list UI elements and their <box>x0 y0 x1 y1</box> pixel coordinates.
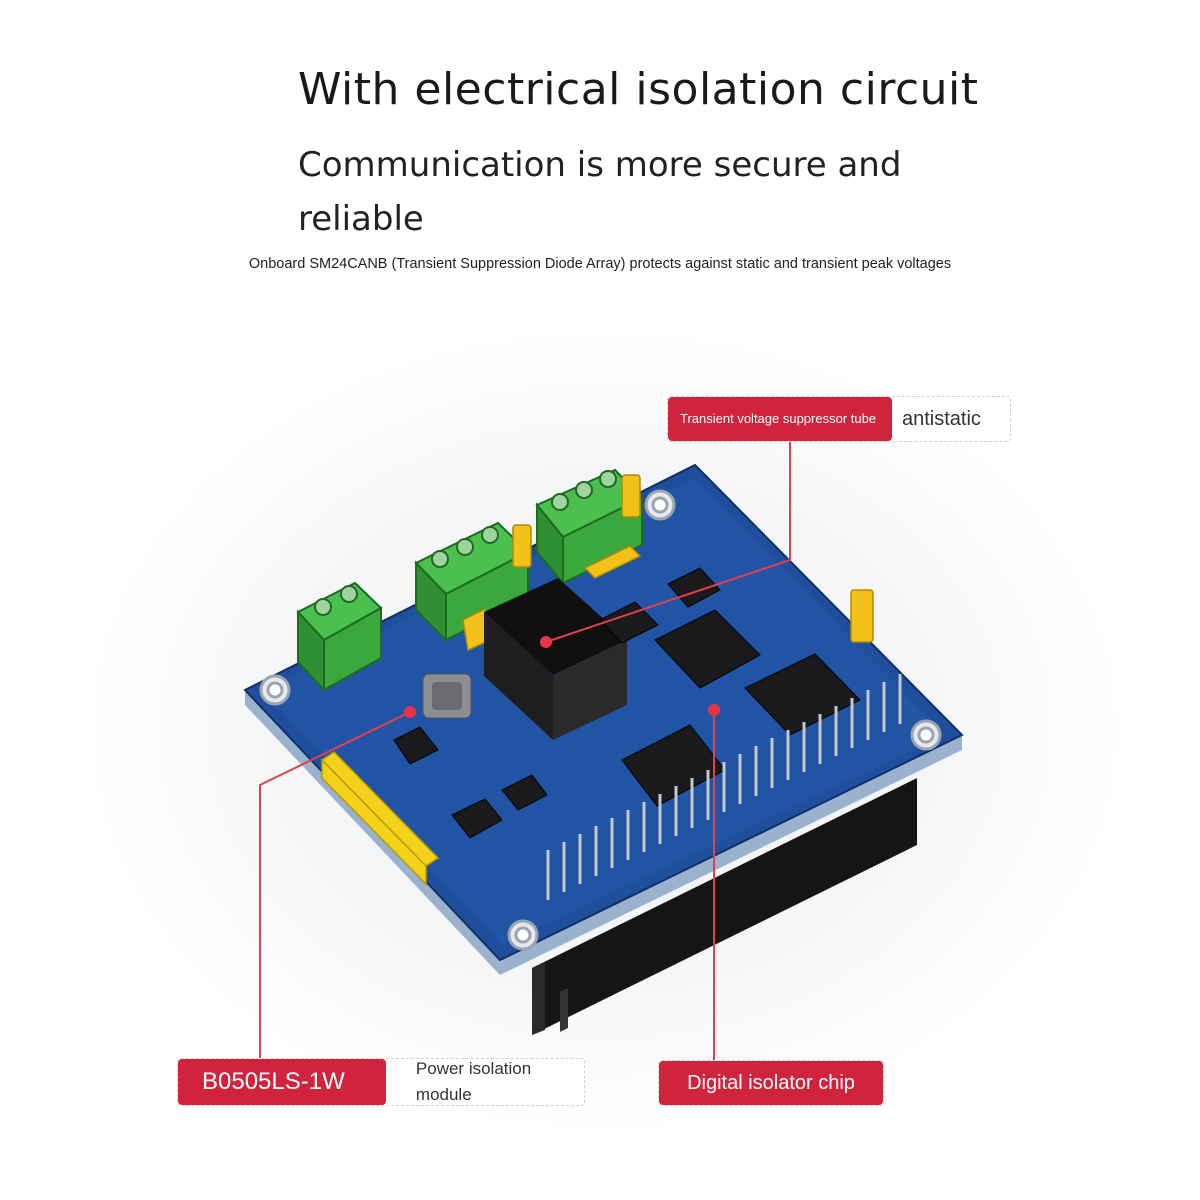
callout-power-tag: B0505LS-1W <box>178 1059 386 1105</box>
callout-isolator-tag: Digital isolator chip <box>659 1061 883 1105</box>
mount-holes <box>259 489 942 951</box>
ic-chips <box>393 567 861 839</box>
side-header <box>320 751 440 886</box>
gpio-pins <box>546 674 902 900</box>
callout-leaders <box>259 440 791 1060</box>
callout-tvs-desc: antistatic <box>902 407 981 430</box>
inductor <box>422 673 472 719</box>
page-title: With electrical isolation circuit <box>298 64 979 115</box>
power-isolation-module <box>484 578 627 740</box>
jumpers <box>462 474 874 652</box>
page-subtitle: Communication is more secure and reliabl… <box>298 145 902 239</box>
callout-power-desc: Power isolation module <box>415 1059 532 1104</box>
callout-tvs: Transient voltage suppressor tube antist… <box>667 396 1011 442</box>
callout-power: B0505LS-1W Power isolation module <box>177 1058 585 1106</box>
terminal-blocks <box>296 468 644 693</box>
caption-text: Onboard SM24CANB (Transient Suppression … <box>248 256 952 272</box>
callout-tvs-tag: Transient voltage suppressor tube <box>668 397 892 441</box>
callout-isolator: Digital isolator chip <box>658 1060 884 1106</box>
female-header <box>532 778 917 1035</box>
